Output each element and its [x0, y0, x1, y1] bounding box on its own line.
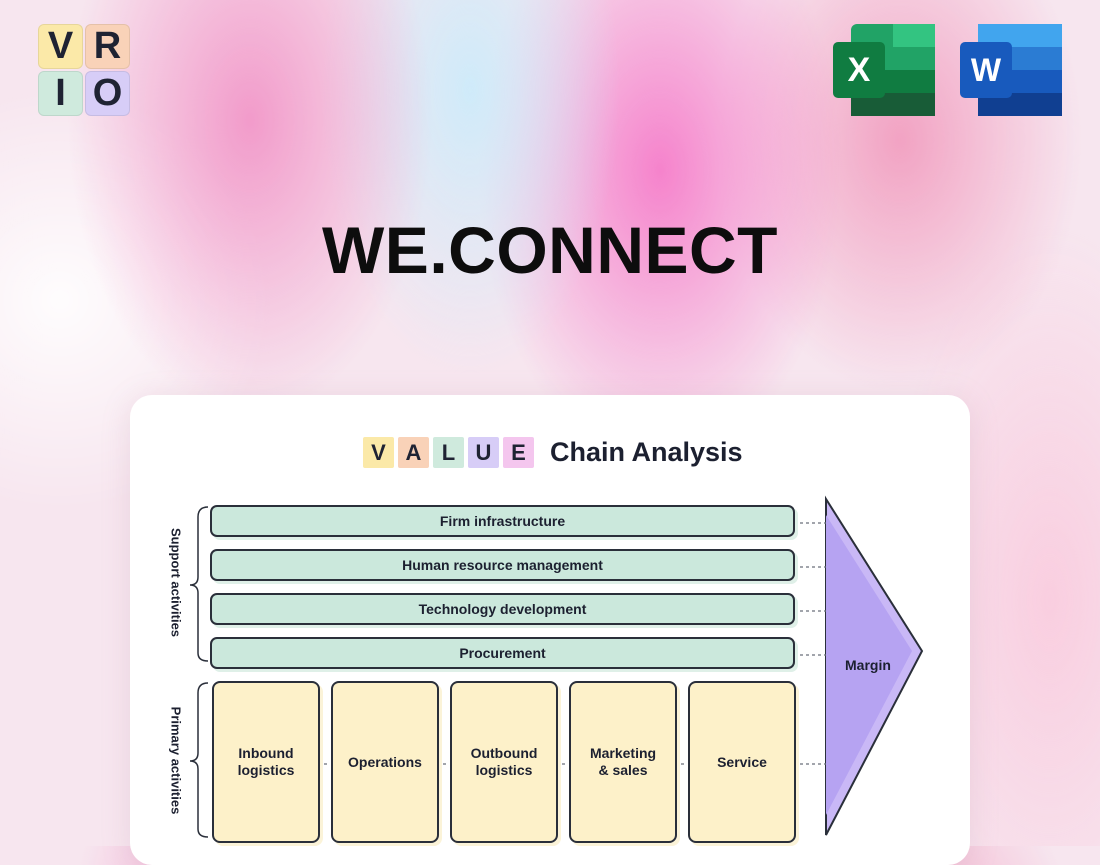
primary-box-label: Inbound logistics	[237, 745, 295, 778]
value-chain-card: V A L U E Chain Analysis Support activit…	[130, 395, 970, 865]
title-letter-l: L	[433, 437, 464, 468]
diagram-lines	[189, 495, 924, 838]
title-letter-e: E	[503, 437, 534, 468]
title-letter-v: V	[363, 437, 394, 468]
primary-box-operations: Operations	[331, 681, 439, 843]
excel-letter: X	[848, 51, 871, 89]
support-activities-label: Support activities	[168, 527, 184, 638]
margin-arrow-shade	[826, 515, 912, 815]
primary-box-service: Service	[688, 681, 796, 843]
headline: WE.CONNECT	[322, 213, 778, 287]
excel-icon: X	[833, 24, 935, 116]
support-bar-human-resource: Human resource management	[210, 549, 795, 581]
primary-activities-label: Primary activities	[168, 706, 184, 815]
title-letter-u: U	[468, 437, 499, 468]
support-bar-firm-infrastructure: Firm infrastructure	[210, 505, 795, 537]
title-letter-a: A	[398, 437, 429, 468]
word-icon: W	[960, 24, 1062, 116]
vrio-letter-v: V	[38, 24, 83, 69]
primary-box-label: Marketing & sales	[589, 745, 657, 778]
support-bar-technology: Technology development	[210, 593, 795, 625]
primary-box-inbound: Inbound logistics	[212, 681, 320, 843]
primary-box-marketing: Marketing & sales	[569, 681, 677, 843]
vrio-letter-o: O	[85, 71, 130, 116]
primary-box-label: Operations	[348, 753, 422, 770]
primary-box-label: Outbound logistics	[470, 745, 538, 778]
word-letter: W	[971, 52, 1002, 88]
vrio-letter-r: R	[85, 24, 130, 69]
margin-label: Margin	[845, 657, 891, 673]
primary-box-outbound: Outbound logistics	[450, 681, 558, 843]
vrio-letter-i: I	[38, 71, 83, 116]
support-bar-procurement: Procurement	[210, 637, 795, 669]
primary-brace	[189, 682, 209, 838]
title-text: Chain Analysis	[550, 437, 743, 467]
support-brace	[189, 506, 209, 662]
vrio-logo: V R I O	[38, 24, 130, 116]
primary-box-label: Service	[717, 753, 767, 770]
card-title: V A L U E Chain Analysis	[363, 436, 743, 469]
